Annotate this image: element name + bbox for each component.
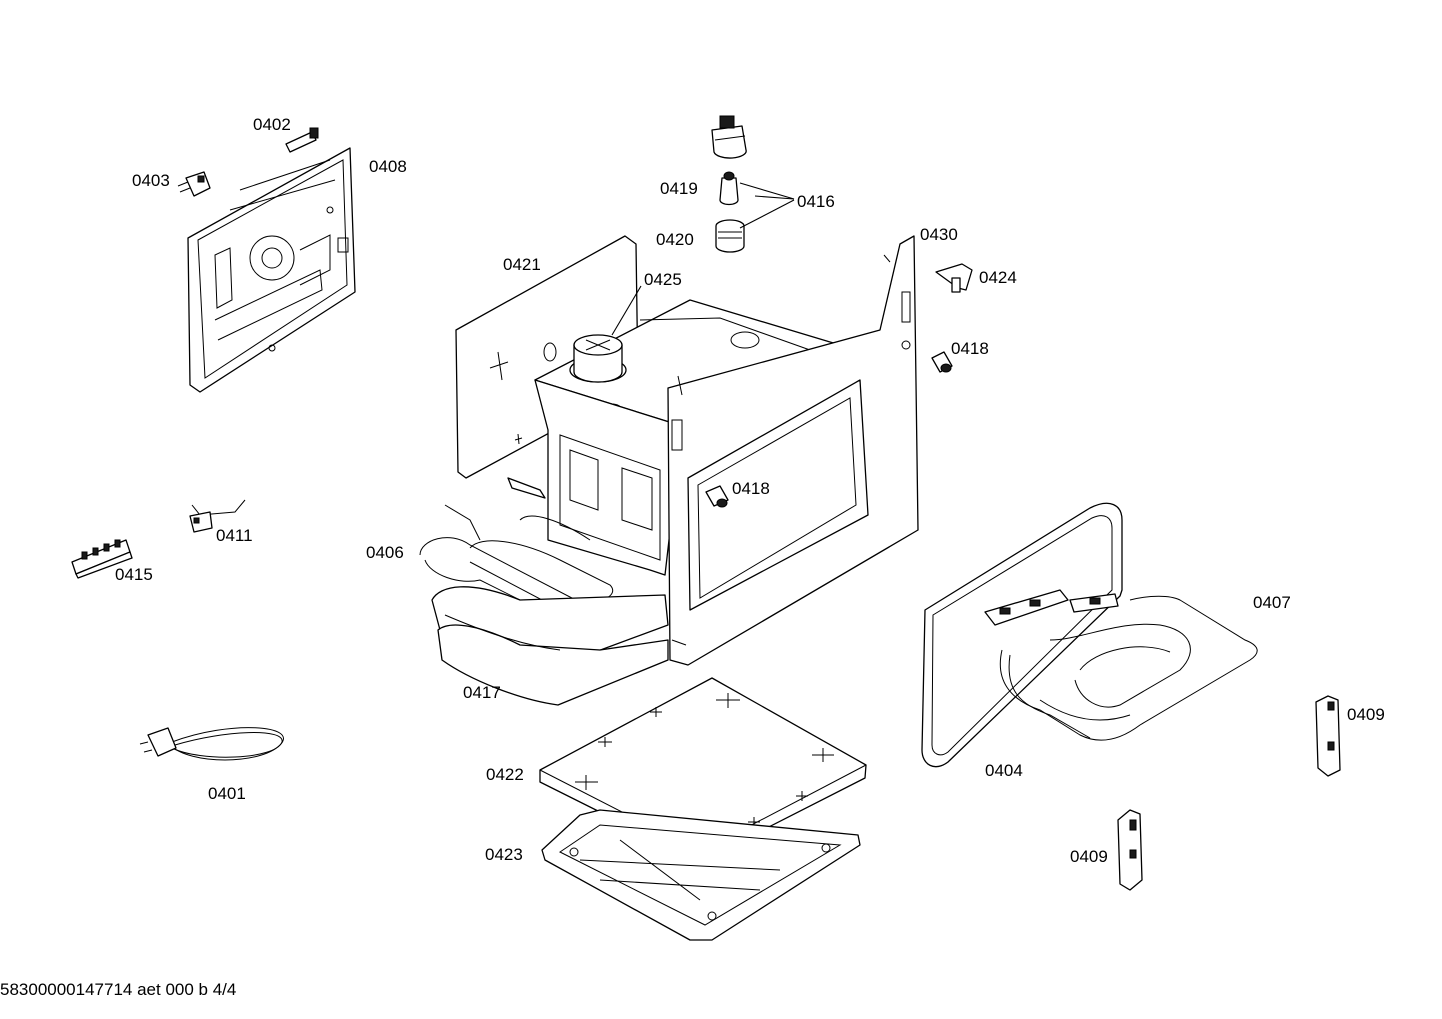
- part-0403-switch: [177, 171, 211, 197]
- label-0420: 0420: [656, 230, 694, 249]
- part-0409-bracket-lower: [1117, 809, 1143, 891]
- label-0404: 0404: [985, 761, 1023, 780]
- label-0418-upper: 0418: [951, 339, 989, 358]
- part-0407-grill-element: [984, 589, 1258, 741]
- part-0409-bracket-upper: [1315, 695, 1341, 777]
- part-oven-cavity: [534, 235, 919, 666]
- label-0422: 0422: [486, 765, 524, 784]
- document-footer: 58300000147714 aet 000 b 4/4: [0, 980, 237, 999]
- part-0418-bushing-a: [931, 351, 953, 373]
- part-0401-power-cord: [139, 727, 284, 761]
- part-0411-connector: [189, 499, 246, 533]
- part-0416-lamp-assembly: [711, 115, 747, 253]
- part-0423-bottom-frame: [541, 809, 861, 941]
- label-0430: 0430: [920, 225, 958, 244]
- label-0421: 0421: [503, 255, 541, 274]
- label-0402: 0402: [253, 115, 291, 134]
- label-0409-lower: 0409: [1070, 847, 1108, 866]
- part-0425-fan-housing: [569, 334, 627, 383]
- label-0423: 0423: [485, 845, 523, 864]
- label-0415: 0415: [115, 565, 153, 584]
- part-0402-clip: [285, 127, 319, 153]
- label-0408: 0408: [369, 157, 407, 176]
- label-0425: 0425: [644, 270, 682, 289]
- part-0418-bushing-b: [705, 485, 729, 508]
- part-0417-insulation: [431, 586, 669, 706]
- label-0416: 0416: [797, 192, 835, 211]
- part-0404-door-seal: [921, 502, 1123, 768]
- part-0415-terminal-block: [71, 539, 133, 579]
- label-0403: 0403: [132, 171, 170, 190]
- label-0406: 0406: [366, 543, 404, 562]
- label-0409-upper: 0409: [1347, 705, 1385, 724]
- label-0407: 0407: [1253, 593, 1291, 612]
- label-0411: 0411: [216, 526, 253, 545]
- part-0424-hinge-part: [935, 263, 973, 293]
- part-0408-rear-panel: [187, 147, 356, 393]
- leader-lines: [611, 182, 795, 336]
- label-0418-lower: 0418: [732, 479, 770, 498]
- label-0419: 0419: [660, 179, 698, 198]
- label-0417: 0417: [463, 683, 501, 702]
- part-labels: 0402 0403 0408 0411 0415 0401 0419 0416 …: [115, 115, 1385, 866]
- label-0401: 0401: [208, 784, 246, 803]
- label-0424: 0424: [979, 268, 1017, 287]
